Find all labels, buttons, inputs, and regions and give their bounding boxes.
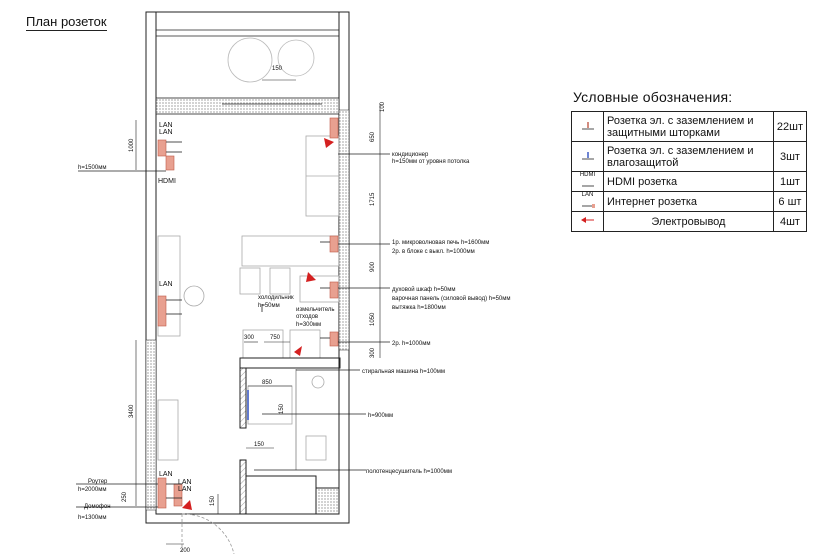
- dim-300: 300: [244, 335, 255, 341]
- annotation-micro-1: 1р. микроволновая печь h=1600мм: [392, 240, 489, 246]
- annotation-oven-2: варочная панель (силовой вывод) h=50мм: [392, 295, 511, 302]
- grounded-shuttered-socket-icon: [571, 111, 604, 142]
- annotation-oven-1: духовой шкаф h=50мм: [392, 286, 456, 293]
- note-h1500: h=1500мм: [78, 165, 106, 171]
- legend-label: Розетка эл. с заземлением и защитными шт…: [603, 111, 774, 142]
- lan-label-1: LAN: [159, 122, 173, 129]
- socket-ticks: [166, 141, 330, 499]
- hdmi-label: HDMI: [158, 178, 176, 185]
- annotation-fridge-1: холодильник: [258, 295, 294, 301]
- legend-count: 4шт: [772, 211, 808, 232]
- legend-count: 1шт: [772, 171, 808, 192]
- plan-labels: LAN LAN HDMI LAN LAN LAN LAN h=1500мм Ро…: [78, 66, 511, 554]
- sockets: [157, 117, 339, 509]
- dim-200: 200: [180, 548, 191, 554]
- hdmi-socket-icon: HDMI: [571, 171, 604, 192]
- legend-row: Розетка эл. с заземлением и защитными шт…: [571, 111, 808, 142]
- dim-650: 650: [370, 131, 376, 142]
- leader-lines: [76, 153, 390, 508]
- entrance-door: [181, 513, 235, 554]
- annotation-washer: стиральная машина h=100мм: [362, 369, 445, 375]
- note-router-h: h=2000мм: [78, 487, 106, 493]
- annotation-two-r: 2р. h=1000мм: [392, 341, 430, 347]
- dim-250: 250: [122, 491, 128, 502]
- balcony: [155, 29, 340, 115]
- interior-partitions: [239, 357, 341, 515]
- lan-label-3: LAN: [159, 281, 173, 288]
- dim-850: 850: [262, 380, 273, 386]
- dim-3400: 3400: [129, 404, 135, 418]
- annotation-oven-3: вытяжка h=1800мм: [392, 305, 446, 311]
- dim-150-bottom: 150: [210, 495, 216, 506]
- legend-label: HDMI розетка: [603, 171, 774, 192]
- note-router: Роутер: [88, 479, 108, 485]
- dim-100: 100: [380, 101, 386, 112]
- legend-label: Интернет розетка: [603, 191, 774, 212]
- lan-label-2: LAN: [159, 129, 173, 136]
- legend-label: Электровывод: [603, 211, 774, 232]
- annotation-ac: кондиционер: [392, 152, 429, 158]
- legend-count: 22шт: [772, 111, 808, 142]
- annotation-micro-2: 2р. в блоке с выкл. h=1000мм: [392, 249, 475, 255]
- right-wall-hatch: [338, 109, 350, 351]
- annotation-towel: полотенцесушитель h=1000мм: [366, 469, 452, 475]
- legend-count: 6 шт: [772, 191, 808, 212]
- note-intercom-h: h=1300мм: [78, 515, 106, 521]
- electrical-outlet-arrow-icon: [571, 211, 604, 232]
- dim-900: 900: [370, 261, 376, 272]
- lan-icon-text: LAN: [581, 192, 594, 198]
- electrical-outlet-arrows: [182, 138, 334, 510]
- lan-socket-icon: LAN: [571, 191, 604, 212]
- legend-row: Розетка эл. с заземлением и влагозащитой…: [571, 141, 808, 172]
- dim-1050: 1050: [370, 312, 376, 326]
- grounded-waterproof-socket-icon: [571, 141, 604, 172]
- annotation-h900: h=900мм: [368, 413, 393, 419]
- dim-1715: 1715: [370, 192, 376, 206]
- left-wall-hatch: [145, 339, 157, 511]
- dim-150-low: 150: [254, 442, 265, 448]
- page-title: План розеток: [26, 14, 107, 31]
- lan-label-5: LAN: [178, 479, 192, 486]
- dim-300-right: 300: [370, 347, 376, 358]
- lan-label-6: LAN: [178, 486, 192, 493]
- dimension-lines: [135, 79, 381, 545]
- annotation-waste-3: h=300мм: [296, 322, 321, 328]
- annotation-waste-1: измельчитель: [296, 307, 335, 313]
- hdmi-icon-text: HDMI: [579, 172, 596, 178]
- annotation-fridge-2: h=50мм: [258, 303, 280, 309]
- lan-label-4: LAN: [159, 471, 173, 478]
- legend-row: HDMI HDMI розетка 1шт: [571, 171, 808, 192]
- dim-150-mid: 150: [279, 403, 285, 414]
- dim-150-top: 150: [272, 66, 283, 72]
- annotation-waste-2: отходов: [296, 314, 318, 320]
- dim-750: 750: [270, 335, 281, 341]
- annotation-ac-h: h=150мм от уровня потолка: [392, 159, 470, 165]
- furniture: [157, 135, 340, 461]
- legend-row: LAN Интернет розетка 6 шт: [571, 191, 808, 212]
- legend-table: Розетка эл. с заземлением и защитными шт…: [571, 111, 808, 235]
- legend-row: Электровывод 4шт: [571, 211, 808, 232]
- dim-1000: 1000: [129, 138, 135, 152]
- outer-walls: [145, 11, 350, 524]
- note-intercom: Домофон: [84, 504, 111, 510]
- legend-count: 3шт: [772, 141, 808, 172]
- legend-label: Розетка эл. с заземлением и влагозащитой: [603, 141, 774, 172]
- legend-title: Условные обозначения:: [573, 89, 733, 105]
